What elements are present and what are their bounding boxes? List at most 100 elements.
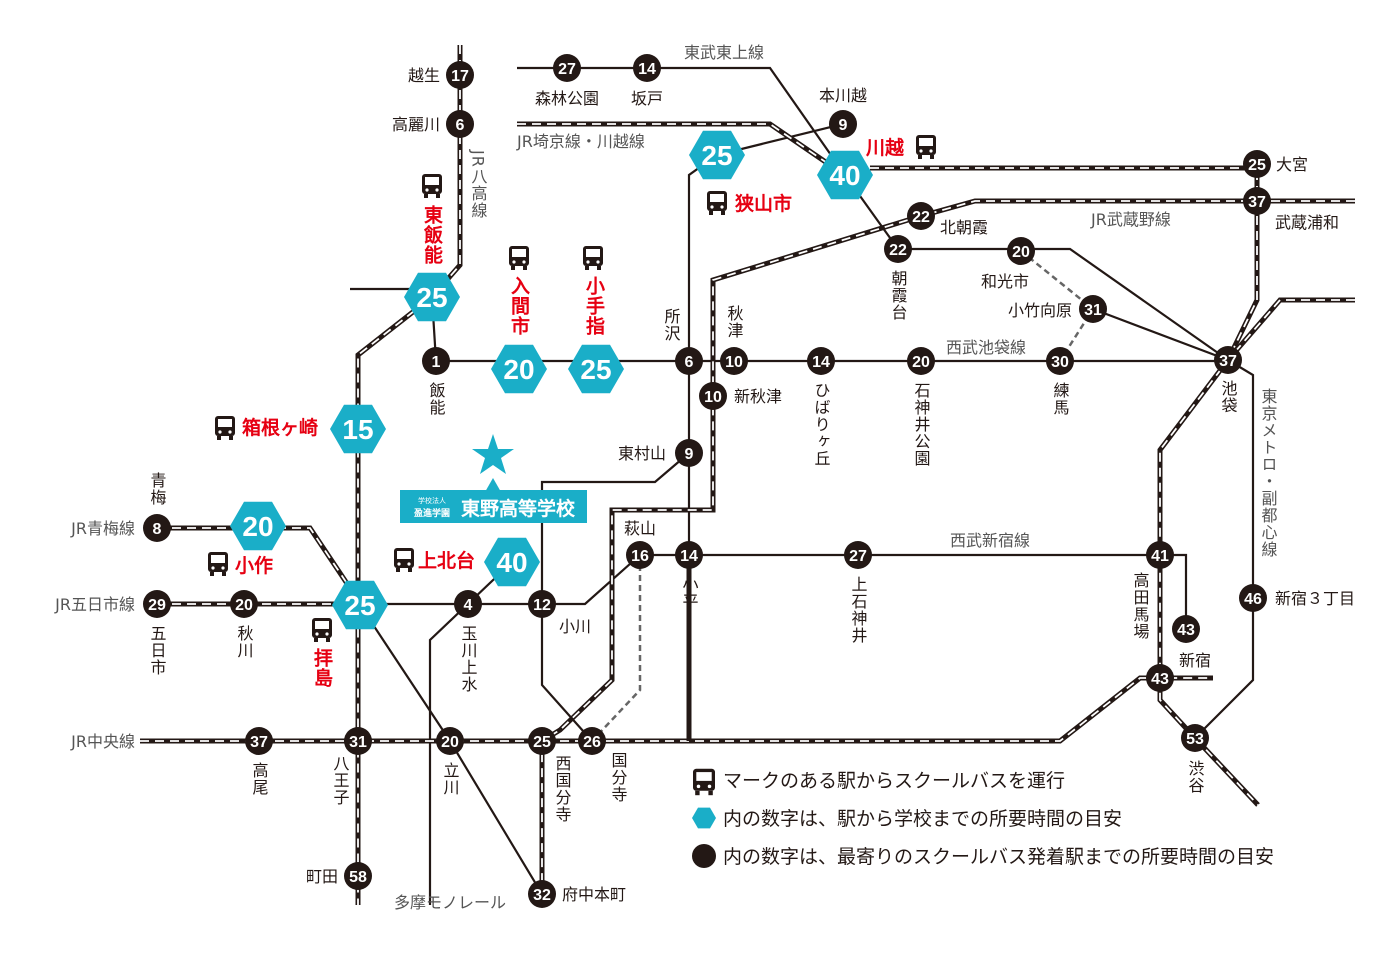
station-name: 和光市 — [981, 272, 1029, 291]
line-label-musashino: JR武蔵野線 — [1090, 210, 1171, 229]
travel-time: 41 — [1151, 548, 1169, 565]
station-wakoshi[interactable]: 20 和光市 — [981, 237, 1035, 291]
line-labels: 東武東上線JR埼京線・川越線JR八高線JR武蔵野線西武池袋線西武新宿線東京メトロ… — [54, 43, 1277, 912]
travel-time: 22 — [889, 242, 907, 259]
station-name: 上石神井 — [849, 576, 868, 644]
station-name: 西国分寺 — [553, 755, 572, 823]
circle-marker — [675, 439, 703, 467]
station-name: 新宿３丁目 — [1275, 589, 1355, 608]
circle-marker — [675, 541, 703, 569]
travel-time: 15 — [342, 414, 373, 445]
bus-icon — [208, 552, 228, 576]
station-name: 小竹向原 — [1008, 301, 1072, 320]
station-tokorozawa[interactable]: 6所沢 — [662, 308, 704, 375]
station-hanno[interactable]: 1飯能 — [422, 347, 450, 416]
station-name: 川越 — [865, 136, 905, 159]
school-label-box — [400, 490, 587, 523]
station-ome[interactable]: 8青梅 — [143, 472, 171, 542]
circle-marker — [844, 541, 872, 569]
travel-time: 30 — [1051, 354, 1069, 371]
station-name: 小平 — [680, 576, 699, 610]
station-name: 秋川 — [235, 625, 254, 659]
travel-time: 40 — [829, 160, 860, 191]
bus-icon — [916, 135, 936, 159]
travel-time: 27 — [558, 61, 576, 78]
circle-marker — [1181, 724, 1209, 752]
line-fukutoshin — [1194, 359, 1255, 739]
station-name: 武蔵浦和 — [1275, 213, 1339, 232]
travel-time: 46 — [1244, 591, 1262, 608]
circle-marker — [528, 590, 556, 618]
line-label-ikebukuro: 西武池袋線 — [946, 338, 1026, 357]
station-name: 小手指 — [583, 276, 605, 336]
travel-time: 14 — [812, 354, 830, 371]
circle-marker — [720, 347, 748, 375]
hexagon-marker — [230, 501, 286, 551]
travel-time: 20 — [1012, 244, 1030, 261]
bus-icon — [707, 191, 727, 215]
travel-time: 20 — [441, 734, 459, 751]
travel-time: 8 — [153, 521, 162, 538]
station-name: 府中本町 — [562, 885, 626, 904]
station-shinjuku3[interactable]: 46 新宿３丁目 — [1239, 584, 1355, 612]
station-name: 所沢 — [662, 308, 681, 342]
circle-marker — [1079, 295, 1107, 323]
star-icon — [472, 434, 514, 474]
school-marker[interactable]: 学校法人 盈進学園 東野高等学校 — [400, 434, 587, 523]
circle-marker — [1214, 346, 1242, 374]
travel-time: 32 — [533, 887, 551, 904]
station-shinjuku_b[interactable]: 43 — [1146, 664, 1174, 692]
travel-time: 9 — [839, 117, 848, 134]
station-fuchuhonmachi[interactable]: 32 府中本町 — [528, 880, 626, 908]
hexagon-marker — [404, 272, 460, 322]
station-name: 秋津 — [725, 305, 744, 339]
line-tobu-tojo — [517, 66, 1229, 361]
circle-marker — [454, 590, 482, 618]
station-name: 狭山市 — [734, 192, 792, 215]
circle-marker — [553, 54, 581, 82]
